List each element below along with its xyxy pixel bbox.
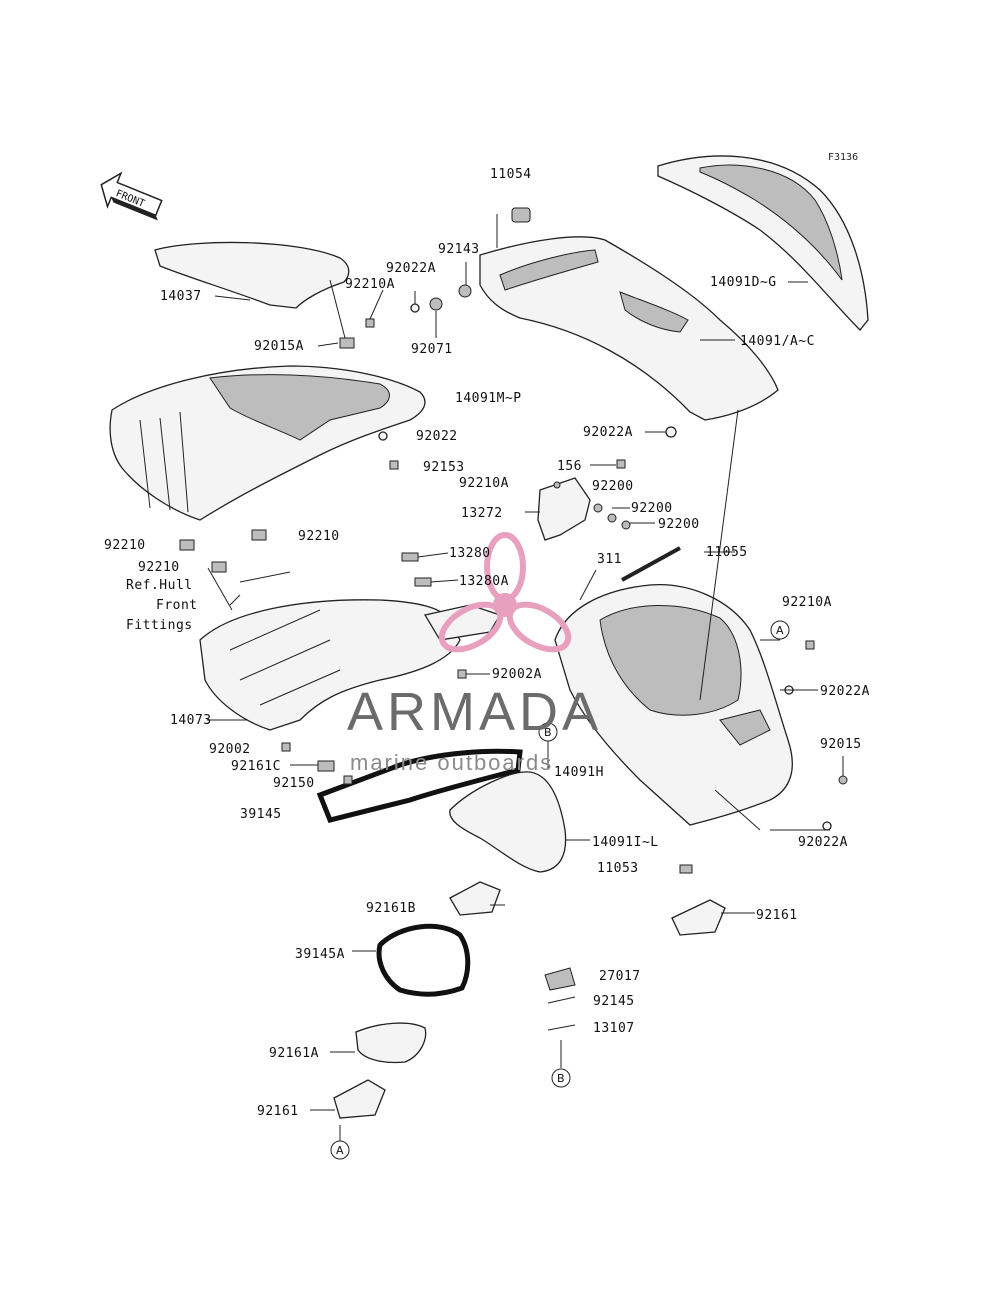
- part-labels: 11054 92143 92022A 92210A 14037 14091D~G…: [104, 167, 870, 1119]
- label-11053: 11053: [597, 861, 639, 876]
- label-311: 311: [597, 552, 622, 567]
- label-13107: 13107: [593, 1021, 635, 1036]
- svg-text:B: B: [544, 726, 552, 739]
- part-92143-grommet: [458, 284, 472, 298]
- label-front: Front: [156, 598, 198, 613]
- part-14091AC-deck: [479, 236, 779, 421]
- part-92210A-nut: [365, 318, 375, 328]
- figure-code: F3136: [828, 152, 858, 163]
- part-13280A-bracket: [414, 577, 432, 587]
- label-92200: 92200: [592, 479, 634, 494]
- part-27017-label: [544, 967, 576, 991]
- part-92153-bolt: [389, 460, 399, 470]
- part-92161C-pad: [317, 760, 335, 772]
- label-92022A-2: 92022A: [583, 425, 633, 440]
- label-92145: 92145: [593, 994, 635, 1009]
- leader-lines: [207, 262, 844, 1142]
- callout-B-mid: B: [538, 722, 558, 742]
- part-92022-washer: [378, 431, 388, 441]
- part-92022A-washer: [410, 303, 420, 313]
- label-92210: 92210: [104, 538, 146, 553]
- label-13272: 13272: [461, 506, 503, 521]
- label-14091H: 14091H: [554, 765, 604, 780]
- label-39145A: 39145A: [295, 947, 345, 962]
- callout-B-bottom: B: [551, 1068, 571, 1088]
- label-14091IL: 14091I~L: [592, 835, 659, 850]
- label-92200-3: 92200: [658, 517, 700, 532]
- label-14091DG: 14091D~G: [710, 275, 777, 290]
- part-92161-lower-pad: [333, 1079, 386, 1119]
- label-39145: 39145: [240, 807, 282, 822]
- label-92143: 92143: [438, 242, 480, 257]
- svg-text:A: A: [776, 624, 784, 637]
- part-92161-pad: [671, 899, 726, 936]
- watermark-brand: ARMADA: [347, 682, 602, 742]
- label-156: 156: [557, 459, 582, 474]
- part-39145A-gasket: [376, 923, 471, 997]
- label-92161C: 92161C: [231, 759, 281, 774]
- label-11055: 11055: [706, 545, 748, 560]
- label-92022A-3: 92022A: [820, 684, 870, 699]
- watermark: ARMADA marine outboards: [347, 532, 602, 775]
- part-92161A-pad: [355, 1022, 427, 1064]
- label-92002: 92002: [209, 742, 251, 757]
- label-92210A-2: 92210A: [459, 476, 509, 491]
- label-14037: 14037: [160, 289, 202, 304]
- label-27017: 27017: [599, 969, 641, 984]
- callout-A-bottom: A: [330, 1140, 350, 1160]
- part-14091DG-rear-cover: [657, 155, 869, 331]
- label-92161: 92161: [756, 908, 798, 923]
- label-92022: 92022: [416, 429, 458, 444]
- part-14037-cover: [154, 241, 350, 309]
- part-92071-washer: [429, 297, 443, 311]
- label-fittings: Fittings: [126, 618, 193, 633]
- label-92015A: 92015A: [254, 339, 304, 354]
- label-14091AC: 14091/A~C: [740, 334, 815, 349]
- part-14073-hull-liner: [199, 599, 461, 731]
- part-13280-bracket: [401, 552, 419, 562]
- part-92161B-pad: [449, 881, 501, 916]
- label-92150: 92150: [273, 776, 315, 791]
- label-14091MP: 14091M~P: [455, 391, 522, 406]
- part-92210-clip: [179, 539, 195, 551]
- propeller-logo-icon: [438, 532, 572, 653]
- part-92150-spacer: [343, 775, 353, 785]
- label-13280A: 13280A: [459, 574, 509, 589]
- label-13280: 13280: [449, 546, 491, 561]
- label-92161-2: 92161: [257, 1104, 299, 1119]
- svg-text:A: A: [336, 1144, 344, 1157]
- label-92071: 92071: [411, 342, 453, 357]
- part-11054-fitting: [511, 207, 531, 223]
- part-13272-bracket: [537, 477, 591, 541]
- label-92210A: 92210A: [345, 277, 395, 292]
- label-ref-hull: Ref.Hull: [126, 578, 193, 593]
- front-arrow-icon: FRONT: [100, 171, 163, 221]
- callout-A-top: A: [770, 620, 790, 640]
- label-92200-2: 92200: [631, 501, 673, 516]
- label-92210-2: 92210: [298, 529, 340, 544]
- label-92153: 92153: [423, 460, 465, 475]
- part-14091IL-cowl: [449, 771, 567, 873]
- label-92015: 92015: [820, 737, 862, 752]
- label-92022A-4: 92022A: [798, 835, 848, 850]
- label-92022A: 92022A: [386, 261, 436, 276]
- part-11053-fitting: [679, 864, 693, 874]
- part-39145-gasket: [316, 748, 523, 823]
- label-11054: 11054: [490, 167, 532, 182]
- svg-text:B: B: [557, 1072, 565, 1085]
- label-92210A-3: 92210A: [782, 595, 832, 610]
- label-92002A: 92002A: [492, 667, 542, 682]
- part-92015A-clip: [339, 337, 355, 349]
- label-92161B: 92161B: [366, 901, 416, 916]
- label-92161A: 92161A: [269, 1046, 319, 1061]
- label-14073: 14073: [170, 713, 212, 728]
- label-92210-3: 92210: [138, 560, 180, 575]
- watermark-tagline: marine outboards: [350, 750, 553, 775]
- part-11055-rod: [621, 546, 681, 582]
